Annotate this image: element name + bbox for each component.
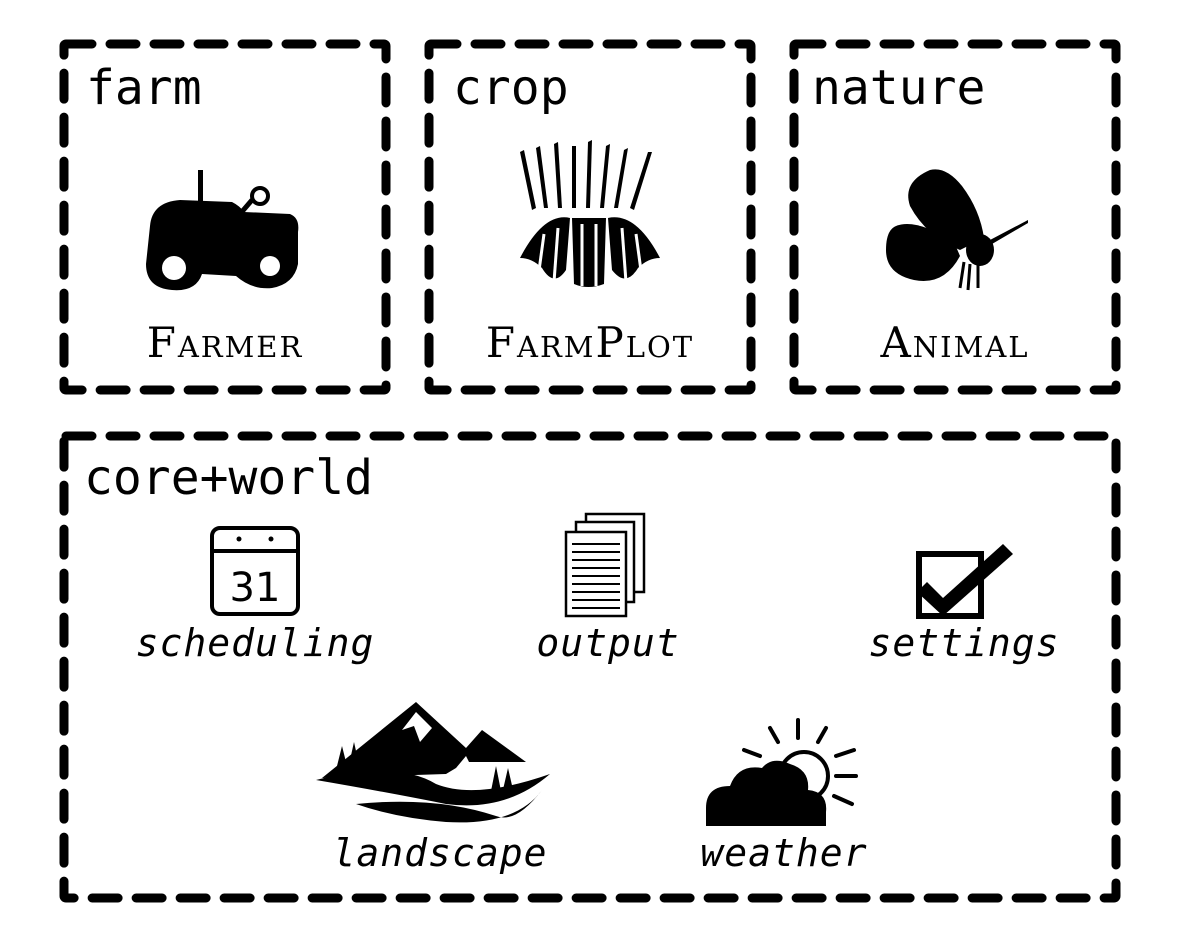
mountain-icon xyxy=(316,700,552,826)
nature-package-title: nature xyxy=(812,60,986,116)
settings-module-label: settings xyxy=(868,621,1060,665)
crop-package-title: crop xyxy=(453,60,569,116)
core-package-border xyxy=(59,431,1121,903)
farm-package-title: farm xyxy=(86,60,202,116)
farm-package-border xyxy=(59,39,391,395)
nature-package-border xyxy=(789,39,1121,395)
crop-package-border xyxy=(424,39,756,395)
wheat-icon xyxy=(514,138,664,288)
tractor-icon xyxy=(140,166,302,292)
weather-icon xyxy=(702,716,860,828)
farmplot-class-label: FarmPlot xyxy=(485,318,695,367)
checkbox-icon xyxy=(915,536,1015,620)
document-stack-icon xyxy=(562,510,652,620)
animal-class-label: Animal xyxy=(880,318,1030,367)
output-module-label: output xyxy=(536,621,680,665)
landscape-module-label: landscape xyxy=(332,831,548,875)
core-world-package-title: core+world xyxy=(84,450,373,506)
farmer-class-label: Farmer xyxy=(146,318,304,367)
weather-module-label: weather xyxy=(700,831,868,875)
butterfly-icon xyxy=(880,166,1030,292)
scheduling-module-label: scheduling xyxy=(135,621,375,665)
calendar-day: 31 xyxy=(230,565,281,611)
calendar-icon: 31 xyxy=(209,525,301,617)
